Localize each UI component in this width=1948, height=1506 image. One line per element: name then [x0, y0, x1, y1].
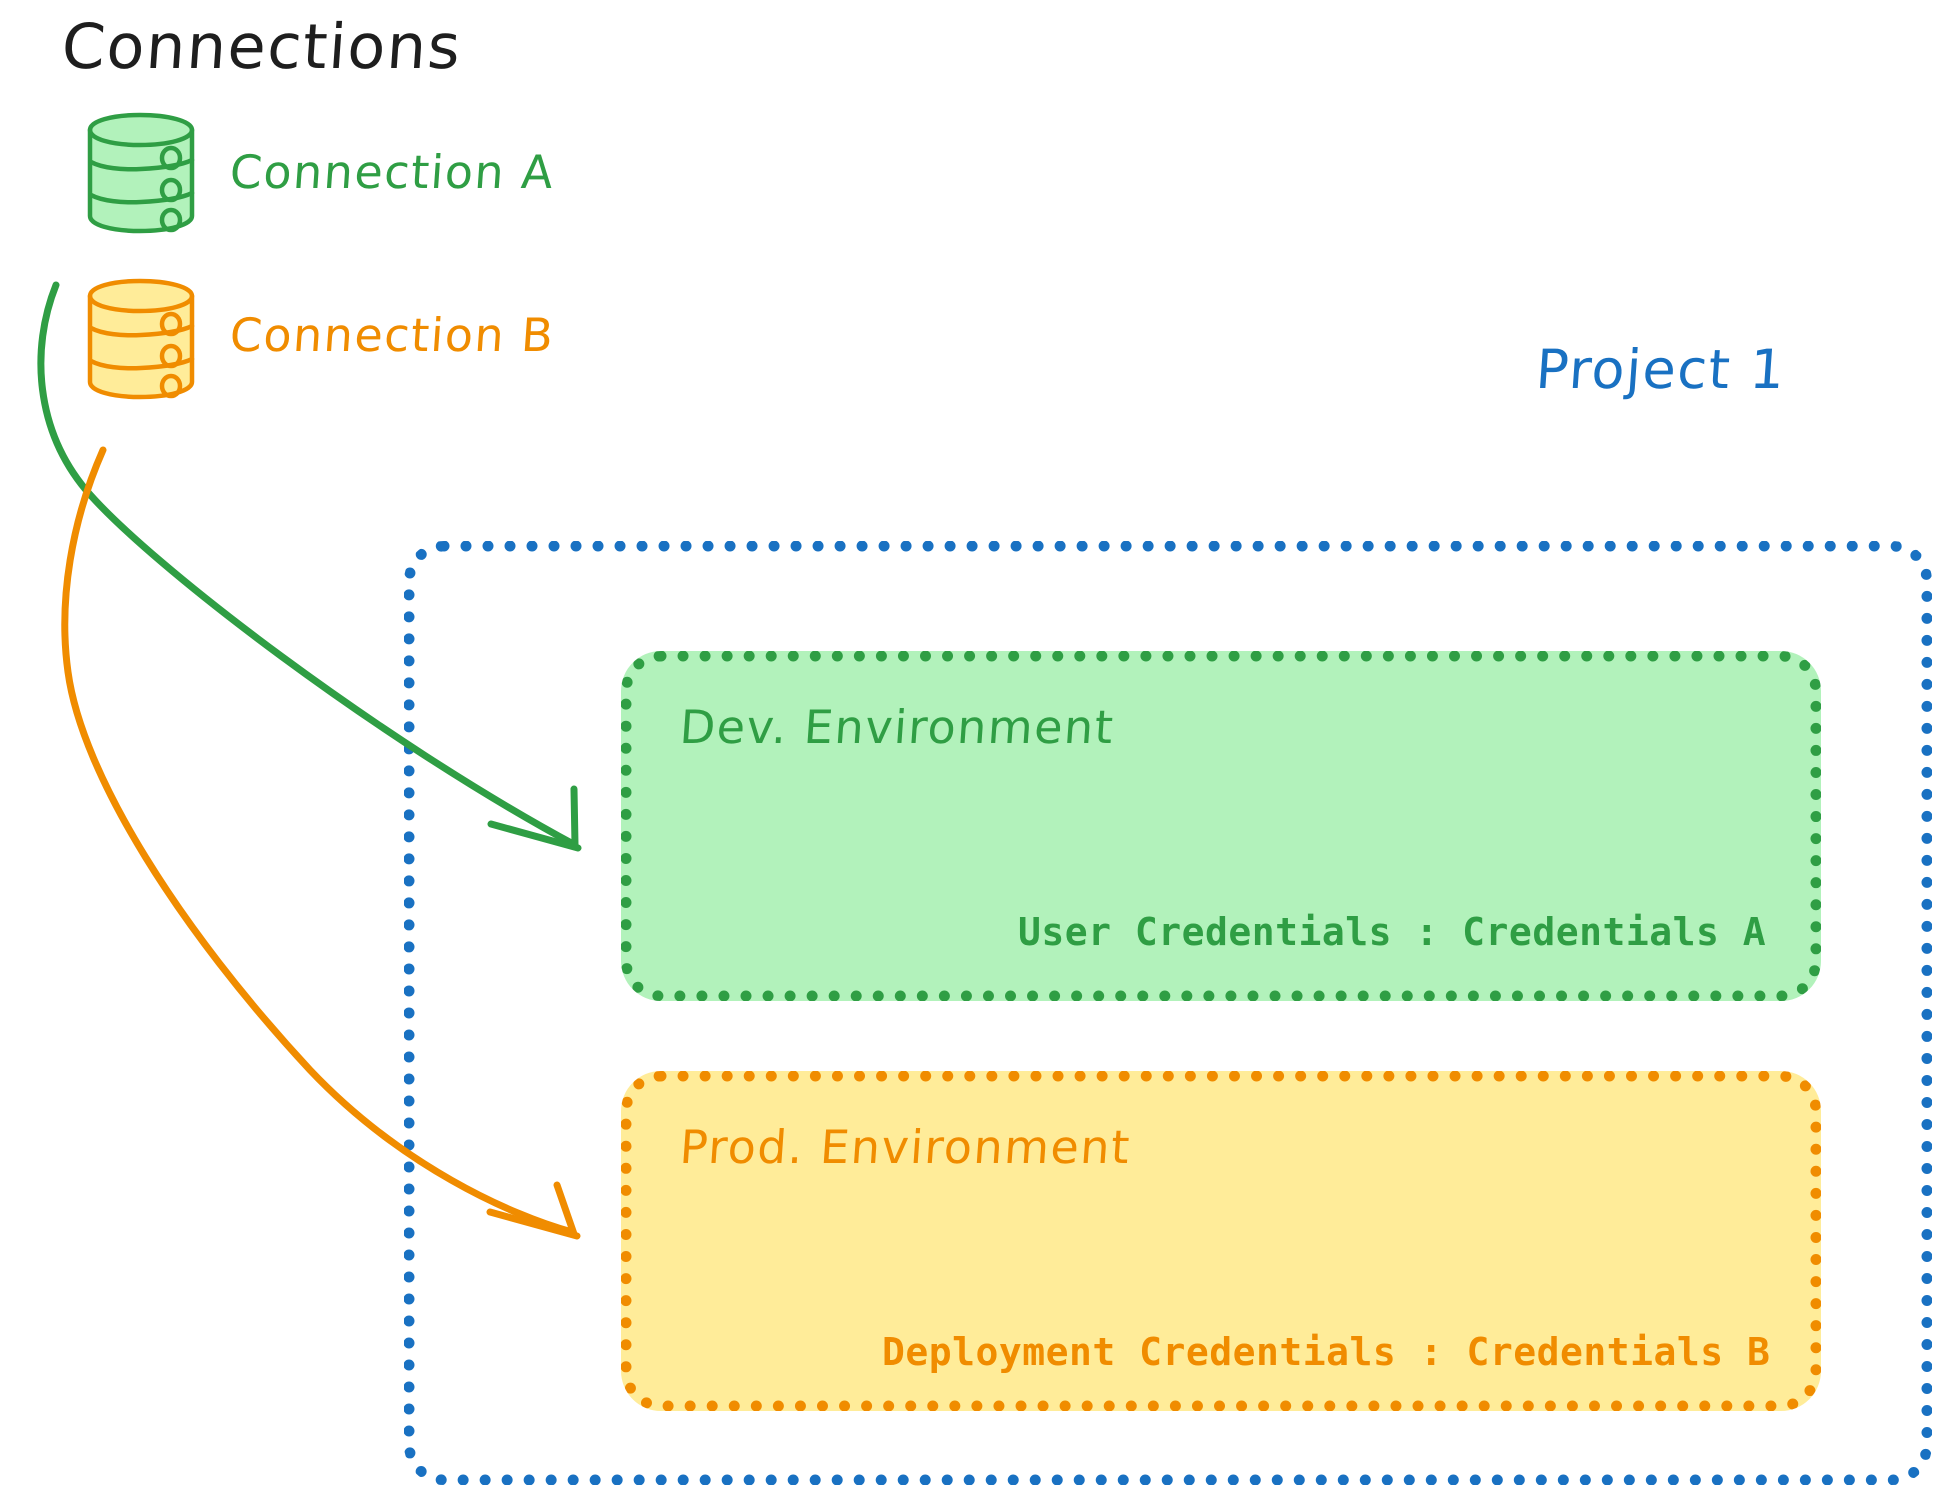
database-cylinder-icon[interactable] [82, 278, 202, 400]
prod-environment-box[interactable] [621, 1071, 1821, 1411]
project-label: Project 1 [1533, 338, 1788, 401]
dev-environment-box[interactable] [621, 651, 1821, 1001]
database-cylinder-icon[interactable] [82, 112, 202, 234]
dev-environment-credentials: User Credentials : Credentials A [1018, 910, 1767, 954]
dev-environment-title: Dev. Environment [678, 700, 1117, 754]
prod-environment-title: Prod. Environment [678, 1120, 1133, 1174]
connection-b-label: Connection B [228, 308, 557, 362]
prod-environment-credentials: Deployment Credentials : Credentials B [882, 1330, 1771, 1374]
connection-a-label: Connection A [228, 145, 557, 199]
page-title: Connections [59, 10, 465, 83]
